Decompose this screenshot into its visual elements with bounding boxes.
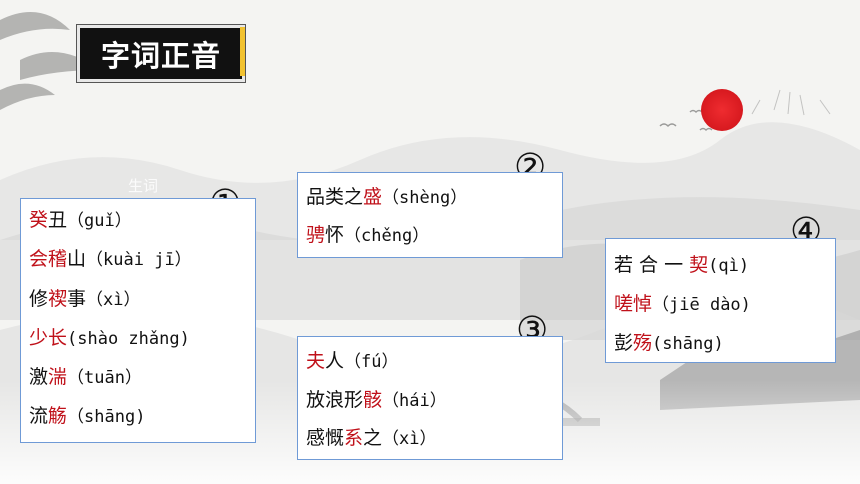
word-row: 激湍（tuān） <box>29 365 142 390</box>
red-sun <box>701 89 743 131</box>
pronunciation-card-1: 癸丑（guǐ） 会稽山（kuài jī） 修禊事（xì） 少长(shào zhǎ… <box>20 198 256 443</box>
pinyin: （tuān） <box>67 368 142 388</box>
character: 品类之 <box>306 186 364 208</box>
word-row: 流觞（shāng) <box>29 404 145 429</box>
character: 之 <box>363 427 383 449</box>
highlighted-character: 夫 <box>306 350 326 372</box>
title-accent-bar <box>240 27 245 76</box>
highlighted-character: 癸 <box>29 209 49 231</box>
pinyin: （kuài jī） <box>86 250 192 270</box>
character: 感慨 <box>306 427 345 449</box>
word-row: 感慨系之（xì） <box>306 426 437 451</box>
highlighted-character: 禊 <box>48 288 68 310</box>
highlighted-character: 系 <box>344 427 364 449</box>
ghost-text: 生词 <box>128 177 159 195</box>
pinyin: （guǐ） <box>67 211 132 231</box>
pinyin: （hái） <box>382 391 447 411</box>
word-row: 修禊事（xì） <box>29 287 141 312</box>
highlighted-character: 湍 <box>48 366 68 388</box>
pinyin: （shāng) <box>67 407 146 427</box>
word-row: 癸丑（guǐ） <box>29 208 132 233</box>
highlighted-character: 骋 <box>306 224 326 246</box>
character: 人 <box>325 350 345 372</box>
word-row: 品类之盛（shèng） <box>306 185 467 210</box>
highlighted-character: 骸 <box>363 389 383 411</box>
pinyin: (shào zhǎng) <box>67 329 190 349</box>
word-row: 放浪形骸（hái） <box>306 388 447 413</box>
character: 修 <box>29 288 49 310</box>
character: 丑 <box>48 209 68 231</box>
character: 事 <box>67 288 87 310</box>
word-row: 嗟悼（jiē dào) <box>614 292 751 317</box>
pinyin: (qì) <box>708 256 750 276</box>
page-title: 字词正音 <box>77 25 245 82</box>
pronunciation-card-4: 若 合 一 契(qì) 嗟悼（jiē dào) 彭殇(shāng) <box>605 238 836 363</box>
character: 流 <box>29 405 49 427</box>
character: 山 <box>67 248 87 270</box>
highlighted-character: 殇 <box>633 332 653 354</box>
pronunciation-card-2: 品类之盛（shèng） 骋怀（chěng） <box>297 172 563 258</box>
word-row: 骋怀（chěng） <box>306 223 429 248</box>
character: 放浪形 <box>306 389 364 411</box>
pinyin: （xì） <box>86 290 141 310</box>
highlighted-character: 少长 <box>29 327 68 349</box>
character: 彭 <box>614 332 634 354</box>
character: 怀 <box>325 224 345 246</box>
pinyin: （fú） <box>344 352 399 372</box>
highlighted-character: 契 <box>689 254 709 276</box>
highlighted-character: 盛 <box>363 186 383 208</box>
word-row: 若 合 一 契(qì) <box>614 253 749 278</box>
highlighted-character: 觞 <box>48 405 68 427</box>
pinyin: （jiē dào) <box>652 295 751 315</box>
pinyin: （shèng） <box>382 188 468 208</box>
pinyin: （chěng） <box>344 226 430 246</box>
word-row: 彭殇(shāng) <box>614 331 724 356</box>
character: 若 合 一 <box>614 254 690 276</box>
pinyin: （xì） <box>382 429 437 449</box>
highlighted-character: 嗟悼 <box>614 293 653 315</box>
character: 激 <box>29 366 49 388</box>
word-row: 少长(shào zhǎng) <box>29 326 190 351</box>
highlighted-character: 会稽 <box>29 248 68 270</box>
word-row: 夫人（fú） <box>306 349 399 374</box>
pronunciation-card-3: 夫人（fú） 放浪形骸（hái） 感慨系之（xì） <box>297 336 563 460</box>
word-row: 会稽山（kuài jī） <box>29 247 192 272</box>
pinyin: (shāng) <box>652 334 724 354</box>
